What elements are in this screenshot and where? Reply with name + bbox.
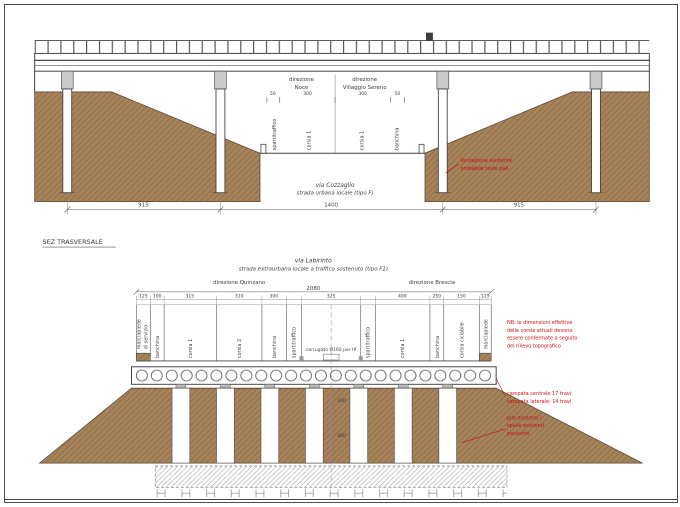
seg-dim-9: 125: [481, 294, 490, 300]
lane-banchina-3: banchina: [435, 336, 441, 358]
direction-quinzano: direzione Quinzano: [213, 280, 265, 286]
seg-dim-7: 250: [433, 294, 442, 300]
vertical-dim-0: 160: [337, 398, 346, 404]
right-embankment: [424, 91, 650, 203]
span-dim-center: 1400: [324, 203, 338, 209]
seg-dim-4: 300: [269, 294, 278, 300]
pier-wall: [305, 387, 324, 464]
segment-dimension-line: [136, 295, 492, 304]
foundation-note-line2: probabile teste pali: [461, 166, 509, 172]
pier-wall: [171, 387, 191, 464]
seg-dim-8: 150: [457, 294, 466, 300]
seg-dim-3: 310: [235, 294, 244, 300]
span-note-line1: campata centrale 17 travi: [507, 391, 571, 397]
direction-brescia: direzione Brescia: [409, 280, 455, 286]
nb-note-line1: NB: le dimensioni effettive: [507, 320, 572, 326]
lane-dim-0: 50: [270, 91, 276, 97]
pier-note: pile esistenti / spalle esistenti passan…: [461, 415, 544, 443]
seg-dim-1: 100: [153, 294, 162, 300]
foundation-note-leader: [445, 163, 459, 174]
nb-note-line3: essere confermate a seguito: [507, 336, 577, 342]
left-embankment: [34, 91, 261, 203]
total-dimension-line: [133, 288, 495, 296]
lane-corsia1-right: corsia 1: [400, 339, 406, 358]
total-width-dim: 2080: [306, 286, 320, 292]
pier-note-leader: [461, 428, 506, 443]
direction-right-line2: Villaggio Sereno: [343, 85, 388, 91]
pier-wall: [349, 387, 369, 464]
lane-label-spartitraffico: spartitraffico: [272, 119, 278, 151]
lane-banchina-2: banchina: [272, 336, 278, 358]
lane-corsia2: corsia 2: [237, 339, 243, 358]
sidewalk-right: [479, 352, 492, 362]
pier-note-line1: pile esistenti /: [507, 415, 542, 421]
lane-dim-2: 300: [358, 91, 367, 97]
lane-corsia1-left: corsia 1: [188, 339, 194, 358]
pile-row: [155, 489, 508, 498]
lane-label-corsia1-left: corsia 1: [306, 131, 312, 150]
drawing-sheet: direzione Noce direzione Villaggio Seren…: [4, 4, 678, 503]
direction-left-line1: direzione: [289, 77, 315, 83]
lane-marciapiede-servizio-2: di servizio: [143, 325, 149, 350]
lane-spartitraffico-right: spartitraffico: [366, 327, 372, 358]
lane-marciapiede-servizio-1: marciapiede: [136, 319, 142, 349]
foundation-note: fondazione esistente probabile teste pal…: [445, 158, 512, 174]
span-dim-right: 915: [514, 203, 524, 209]
median-curb-left: [299, 356, 304, 361]
direction-right-line1: direzione: [352, 77, 378, 83]
median-curb-right: [358, 356, 363, 361]
transversal-section-drawing: direzione Noce direzione Villaggio Seren…: [34, 32, 650, 248]
carriageway-section: [136, 304, 492, 362]
section-title: SEZ TRASVERSALE: [43, 238, 103, 246]
labirinto-section-drawing: via Labirinto strada extraurbana locale …: [38, 259, 643, 498]
span-note-leader: [495, 378, 506, 397]
bridge-deck: [34, 32, 650, 92]
lane-dim-3: 50: [394, 91, 400, 97]
deck-beam: [130, 366, 497, 389]
lane-dim-1: 300: [303, 91, 312, 97]
overpass-road-name: via Labirinto: [295, 259, 332, 265]
underpass-road-name: via Cozzaglio: [316, 183, 355, 189]
seg-dim-5: 325: [327, 294, 336, 300]
pier-wall: [438, 387, 457, 464]
seg-dim-2: 315: [185, 294, 194, 300]
nb-note-line2: delle corsie attuali devono: [507, 328, 572, 334]
centerline: [330, 304, 338, 496]
guardrail-right: [418, 143, 425, 154]
lane-label-banchina: banchina: [394, 128, 400, 151]
deck-marker: [425, 32, 433, 41]
span-note: campata centrale 17 travi campata latera…: [495, 378, 571, 405]
pier-wall: [394, 387, 413, 464]
overpass-road-class: strada extraurbana locale a traffico sos…: [239, 267, 388, 273]
direction-left-line2: Noce: [295, 85, 309, 91]
underpass-road-class: strada urbana locale (tipo F): [297, 191, 374, 197]
seg-dim-6: 400: [398, 294, 407, 300]
duct-note: corrugato Ø160 per IP: [306, 346, 356, 353]
vertical-dim-1: 300: [337, 433, 346, 439]
pier-note-line2: spalle esistenti: [507, 423, 544, 429]
span-dimension-line: [64, 198, 600, 215]
lane-corsia-ciclabile: corsia ciclabile: [460, 322, 466, 358]
lane-banchina-1: banchina: [155, 336, 161, 358]
guardrail-left: [260, 143, 267, 154]
lane-marciapiede-right: marciapiede: [483, 319, 489, 349]
span-note-line2: campata laterale: 14 travi: [507, 399, 571, 405]
underpass-road: [259, 74, 425, 154]
piers: [59, 70, 604, 194]
foundation-note-line1: fondazione esistente: [461, 158, 512, 164]
sidewalk-left: [136, 352, 151, 362]
foundation: [154, 465, 508, 498]
lane-spartitraffico-left: spartitraffico: [292, 327, 298, 358]
pier-note-line3: passante: [507, 431, 529, 437]
seg-dim-0: 125: [139, 294, 148, 300]
nb-note: NB: le dimensioni effettive delle corsie…: [507, 320, 577, 349]
lane-label-corsia1-right: corsia 1: [360, 131, 366, 150]
nb-note-line4: del rilievo topografico: [507, 343, 561, 349]
pier-wall: [260, 387, 280, 464]
pier-wall: [216, 387, 235, 464]
lower-embankment: [38, 387, 643, 464]
span-dim-left: 915: [138, 203, 148, 209]
